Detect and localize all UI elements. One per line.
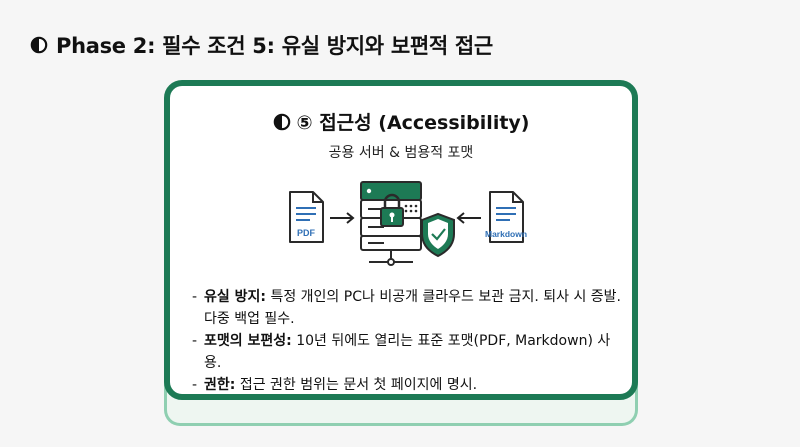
card-subtitle: 공용 서버 & 범용적 포맷 xyxy=(328,145,474,161)
card-title: ⑤ 접근성 (Accessibility) xyxy=(170,108,632,135)
bullet-item-format-universality: - 포맷의 보편성: 10년 뒤에도 열리는 표준 포맷(PDF, Markdo… xyxy=(192,330,622,374)
half-circle-icon xyxy=(273,113,290,130)
bullet-description: 10년 뒤에도 열리는 표준 포맷(PDF, Markdown) 사용. xyxy=(204,333,611,371)
bullet-dash: - xyxy=(192,377,198,393)
bullet-description: 접근 권한 범위는 문서 첫 페이지에 명시. xyxy=(235,377,478,393)
bullet-item-loss-prevention: - 유실 방지: 특정 개인의 PC나 비공개 클라우드 보관 금지. 퇴사 시… xyxy=(192,286,622,330)
pdf-label: PDF xyxy=(297,228,316,238)
arrow-right-icon xyxy=(330,212,355,224)
markdown-label: Markdown xyxy=(485,229,527,239)
bullet-item-permission: - 권한: 접근 권한 범위는 문서 첫 페이지에 명시. xyxy=(192,374,622,396)
bullet-term: 유실 방지 xyxy=(204,289,261,305)
bullet-description: 특정 개인의 PC나 비공개 클라우드 보관 금지. 퇴사 시 증발. 다중 백… xyxy=(204,289,621,327)
arrow-left-icon xyxy=(456,212,481,224)
bullet-text: 권한: 접근 권한 범위는 문서 첫 페이지에 명시. xyxy=(204,374,622,396)
shield-check-icon xyxy=(421,212,455,258)
bullet-list: - 유실 방지: 특정 개인의 PC나 비공개 클라우드 보관 금지. 퇴사 시… xyxy=(192,286,622,396)
bullet-text: 유실 방지: 특정 개인의 PC나 비공개 클라우드 보관 금지. 퇴사 시 증… xyxy=(204,286,622,330)
pdf-file-icon: PDF xyxy=(289,191,324,243)
page-title: Phase 2: 필수 조건 5: 유실 방지와 보편적 접근 xyxy=(30,30,493,60)
bullet-colon: : xyxy=(260,289,267,305)
bullet-dash: - xyxy=(192,333,198,349)
bullet-text: 포맷의 보편성: 10년 뒤에도 열리는 표준 포맷(PDF, Markdown… xyxy=(204,330,622,374)
bullet-term: 권한 xyxy=(204,377,230,393)
page-title-text: Phase 2: 필수 조건 5: 유실 방지와 보편적 접근 xyxy=(56,34,493,58)
accessibility-card: ⑤ 접근성 (Accessibility) 공용 서버 & 범용적 포맷 PDF xyxy=(164,80,638,400)
bullet-dash: - xyxy=(192,289,198,305)
half-circle-icon xyxy=(30,36,48,54)
accessibility-illustration: PDF xyxy=(289,181,527,266)
bullet-colon: : xyxy=(286,333,292,349)
bullet-term: 포맷의 보편성 xyxy=(204,333,287,349)
card-title-text: ⑤ 접근성 (Accessibility) xyxy=(296,112,530,134)
markdown-file-icon: Markdown xyxy=(485,191,527,243)
bullet-colon: : xyxy=(229,377,236,393)
padlock-icon xyxy=(380,193,404,227)
